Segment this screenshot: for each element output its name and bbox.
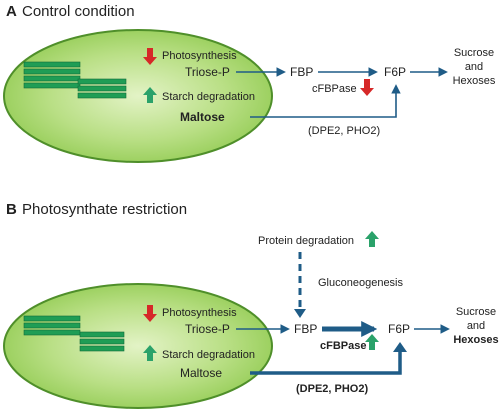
maltose-label-a: Maltose: [180, 110, 225, 124]
chloroplast-b: [3, 283, 273, 409]
photosynthesis-label-b: Photosynthesis: [162, 307, 237, 319]
triose-p-label-a: Triose-P: [185, 65, 230, 79]
maltose-label-b: Maltose: [180, 366, 222, 380]
starch-degradation-label-a: Starch degradation: [162, 91, 255, 103]
gluconeogenesis-label: Gluconeogenesis: [318, 277, 404, 289]
f6p-label-a: F6P: [384, 65, 406, 79]
panel-b-letter: B: [6, 201, 17, 218]
f6p-label-b: F6P: [388, 322, 410, 336]
cfbpase-label-a: cFBPase: [312, 83, 357, 95]
fbp-label-a: FBP: [290, 65, 313, 79]
panel-a-title: Control condition: [22, 3, 135, 20]
up-arrow-icon: [365, 231, 379, 247]
thylakoid-stack-b-right: [79, 331, 125, 352]
photosynthesis-label-a: Photosynthesis: [162, 50, 237, 62]
dpe2-pho2-label-a: (DPE2, PHO2): [308, 125, 380, 137]
panel-b-title: Photosynthate restriction: [22, 201, 187, 218]
thylakoid-stack-a-right: [77, 78, 127, 99]
up-arrow-icon: [143, 87, 157, 103]
down-arrow-icon: [360, 79, 374, 96]
up-arrow-icon: [143, 345, 157, 361]
and-label-b: and: [467, 320, 485, 332]
panel-a: A Control condition Photosynthesis Trios…: [3, 3, 496, 163]
up-arrow-icon: [365, 334, 379, 350]
and-label-a: and: [465, 61, 483, 73]
down-arrow-icon: [143, 305, 157, 322]
panel-b: B Photosynthate restriction Protein degr…: [3, 201, 499, 409]
starch-degradation-label-b: Starch degradation: [162, 349, 255, 361]
protein-degradation-label: Protein degradation: [258, 235, 354, 247]
down-arrow-icon: [143, 48, 157, 65]
dpe2-pho2-label-b: (DPE2, PHO2): [296, 383, 368, 395]
thylakoid-stack-a-left: [23, 61, 81, 89]
arrowhead-gluconeogenesis: [294, 309, 306, 318]
arrow-maltose-f6p-b: [250, 350, 402, 375]
arrow-maltose-f6p-a: [250, 84, 401, 118]
panel-a-letter: A: [6, 3, 17, 20]
arrowhead-maltose-f6p-b: [393, 342, 407, 352]
hexoses-label-a: Hexoses: [453, 75, 496, 87]
triose-p-label-b: Triose-P: [185, 322, 230, 336]
fbp-label-b: FBP: [294, 322, 317, 336]
hexoses-label-b: Hexoses: [453, 334, 498, 346]
thylakoid-stack-b-left: [23, 315, 81, 336]
sucrose-label-a: Sucrose: [454, 47, 494, 59]
cfbpase-label-b: cFBPase: [320, 340, 366, 352]
sucrose-label-b: Sucrose: [456, 306, 496, 318]
